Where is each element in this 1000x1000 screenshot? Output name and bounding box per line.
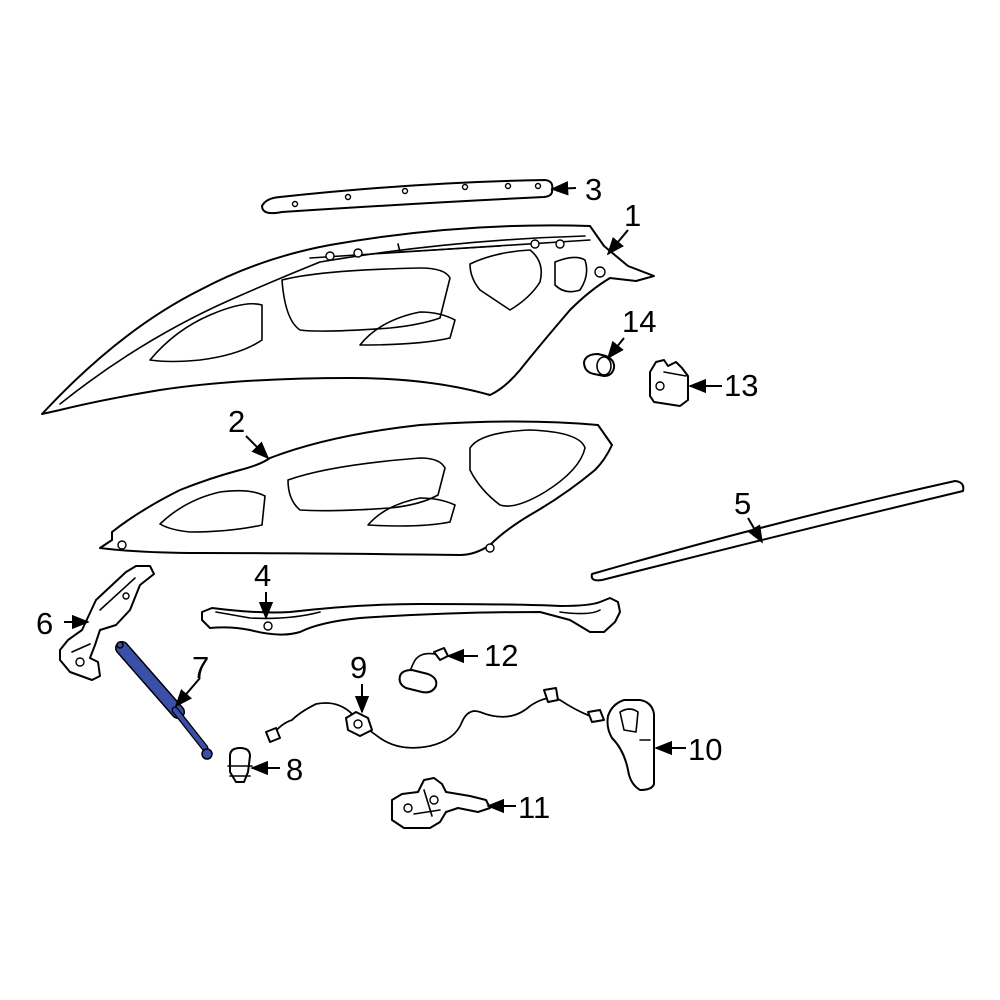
part-13-hood-bumper[interactable]: [649, 359, 689, 407]
part-7-lift-support[interactable]: [115, 641, 213, 760]
part-1-hood[interactable]: [41, 224, 655, 415]
part-6-hinge[interactable]: [59, 565, 155, 681]
callout-7[interactable]: 7: [192, 650, 209, 685]
part-4-rail[interactable]: [201, 597, 621, 636]
part-11-latch[interactable]: [391, 777, 491, 829]
callout-4[interactable]: 4: [254, 558, 271, 593]
part-9-cable[interactable]: [265, 687, 605, 749]
part-5-seal[interactable]: [590, 480, 965, 582]
callout-11[interactable]: 11: [518, 790, 550, 825]
part-3-weatherstrip[interactable]: [261, 179, 554, 215]
callout-labels: 3 1 2 4 5 6 7 8 9 10 11 12 13 14: [36, 172, 758, 825]
part-10-latch-cover[interactable]: [606, 699, 655, 791]
part-8-ball-stud[interactable]: [227, 747, 253, 783]
callout-1[interactable]: 1: [624, 198, 641, 233]
callout-5[interactable]: 5: [734, 486, 751, 521]
callout-9[interactable]: 9: [350, 650, 367, 685]
part-14-bumper[interactable]: [583, 353, 616, 377]
callout-14[interactable]: 14: [622, 304, 656, 339]
callout-10[interactable]: 10: [688, 732, 722, 767]
callout-8[interactable]: 8: [286, 752, 303, 787]
callout-13[interactable]: 13: [724, 368, 758, 403]
callout-6[interactable]: 6: [36, 606, 53, 641]
callout-lines: [64, 181, 763, 814]
part-2-insulator[interactable]: [99, 420, 613, 556]
callout-3[interactable]: 3: [585, 172, 602, 207]
callout-2[interactable]: 2: [228, 404, 245, 439]
part-12-handle[interactable]: [398, 647, 449, 694]
callout-12[interactable]: 12: [484, 638, 518, 673]
